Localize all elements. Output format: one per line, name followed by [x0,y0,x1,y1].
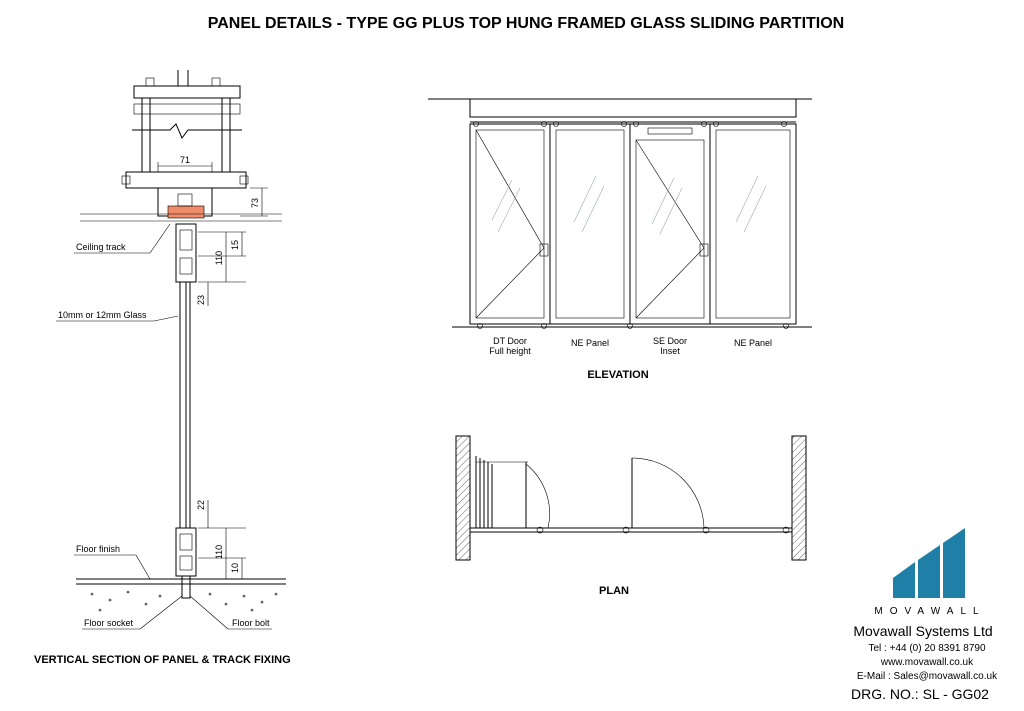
dim-top-15: 15 [230,240,240,250]
elevation-panel-2-line1: NE Panel [571,338,609,348]
label-floor-bolt: Floor bolt [232,618,270,628]
logo-bar-1 [893,562,915,598]
dim-top-23: 23 [196,295,206,305]
dim-bottom-110: 110 [214,545,224,559]
logo-bar-2 [918,545,940,598]
movawall-logo [893,528,965,598]
left-wall [455,435,471,561]
elevation-view: DT Door Full height NE Panel SE Door Ins… [428,98,812,381]
right-wall [791,435,807,561]
track-carriage [167,205,205,219]
elevation-panel-4-line1: NE Panel [734,338,772,348]
elevation-caption: ELEVATION [587,369,648,381]
drawing-title: PANEL DETAILS - TYPE GG PLUS TOP HUNG FR… [208,15,844,32]
elevation-panel-3-line1: SE Door [653,336,687,346]
label-glass: 10mm or 12mm Glass [58,310,147,320]
company-tel: Tel : +44 (0) 20 8391 8790 [868,643,985,654]
plan-caption: PLAN [599,585,629,597]
vertical-section: 71 73 110 15 23 22 110 10 Ceiling track … [34,70,291,666]
label-ceiling-track: Ceiling track [76,242,126,252]
company-web: www.movawall.co.uk [880,657,974,668]
company-name: Movawall Systems Ltd [853,623,992,639]
drawing-number: DRG. NO.: SL - GG02 [851,686,989,702]
dim-top-110: 110 [214,251,224,265]
elevation-panel-3-line2: Inset [660,346,680,356]
logo-bar-3 [943,528,965,598]
dim-bottom-22: 22 [196,500,206,510]
plan-view: PLAN [455,435,807,597]
section-caption: VERTICAL SECTION OF PANEL & TRACK FIXING [34,654,291,666]
dim-73: 73 [250,198,260,208]
label-floor-finish: Floor finish [76,544,120,554]
dim-71: 71 [180,155,190,165]
company-email: E-Mail : Sales@movawall.co.uk [857,671,998,682]
label-floor-socket: Floor socket [84,618,134,628]
elevation-panel-1-line2: Full height [489,346,531,356]
dim-bottom-10: 10 [230,563,240,573]
elevation-panel-1-line1: DT Door [493,336,527,346]
company-brand: MOVAWALL [874,606,985,617]
